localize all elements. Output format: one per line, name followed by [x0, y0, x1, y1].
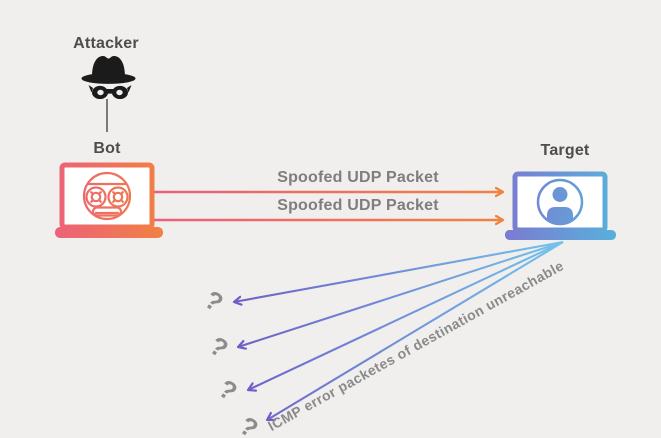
- attacker-label: Attacker: [73, 35, 139, 52]
- bot-laptop-icon: [55, 162, 163, 238]
- udp-packet-label-1: Spoofed UDP Packet: [277, 169, 439, 186]
- target-laptop-icon: [505, 171, 616, 240]
- target-label: Target: [540, 142, 590, 159]
- spy-attacker-icon: [81, 56, 136, 99]
- attacker-bot-connector: [106, 99, 108, 132]
- udp-packet-label-2: Spoofed UDP Packet: [277, 197, 439, 214]
- icmp-arrow-1: [234, 240, 564, 302]
- robot-face-icon: [82, 171, 132, 221]
- icmp-arrow-4: [267, 241, 564, 420]
- icmp-arrow-2: [238, 241, 564, 347]
- person-icon: [536, 178, 584, 226]
- bot-label: Bot: [93, 140, 121, 157]
- icmp-arrow-3: [248, 241, 564, 390]
